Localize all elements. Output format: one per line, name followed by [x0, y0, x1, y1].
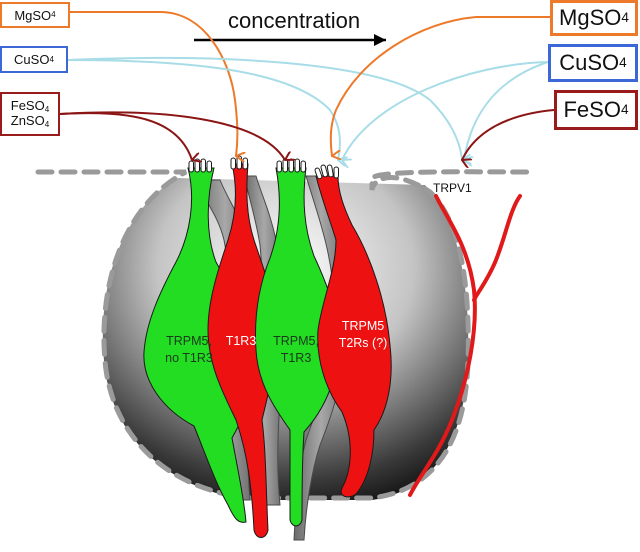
arrow-cuso4-left: [67, 59, 340, 160]
box-cuso4-right-label: CuSO: [559, 50, 620, 75]
znso4-line: ZnSO4: [10, 113, 50, 129]
label-trpm5-t1r3-line2: T1R3: [280, 350, 312, 365]
microvilli-cell-4: [314, 164, 339, 180]
box-feso4-right-label: FeSO: [563, 97, 621, 122]
arrow-feso4-left-1: [59, 112, 192, 160]
trpv1-nerve-branch: [472, 194, 522, 302]
label-trpm5-t2rs-line1: TRPM5: [341, 319, 385, 333]
arrow-cuso4-right-to-bud: [342, 61, 549, 160]
label-t1r3: T1R3: [212, 333, 270, 350]
label-trpm5-no-t1r3: TRPM5, no T1R3: [150, 333, 228, 367]
box-znso4-left-label: ZnSO: [10, 113, 45, 128]
arrow-feso4-right: [462, 109, 555, 160]
arrow-cuso4-right-to-nerve: [464, 61, 549, 160]
label-trpm5-t2rs-line2: T2Rs (?): [338, 335, 388, 350]
concentration-label: concentration: [228, 8, 361, 33]
label-trpv1: TRPV1: [433, 181, 472, 195]
box-feso4-left-sub: 4: [44, 105, 50, 115]
label-trpm5-no-t1r3-line2: no T1R3: [165, 350, 213, 365]
trpv1-nerve-fiber: [408, 194, 477, 497]
arrow-mgso4-left: [70, 11, 237, 156]
arrow-mgso4-right: [329, 16, 550, 156]
microvilli-cell-1: [188, 158, 212, 173]
microvilli-cell-2: [230, 155, 248, 170]
feso4-line: FeSO4: [10, 98, 50, 115]
microvilli-cell-3: [276, 158, 306, 173]
box-mgso4-right-label: MgSO: [559, 5, 622, 30]
box-cuso4-left-label: CuSO: [14, 52, 50, 67]
epithelium-outline: [35, 169, 531, 501]
label-trpm5-t1r3-line1: TRPM5,: [273, 334, 319, 348]
box-znso4-left-sub: 4: [44, 120, 50, 129]
cell-trpm5-t2rs: [315, 175, 392, 498]
label-trpm5-t1r3: TRPM5, T1R3: [260, 333, 332, 367]
arrow-cuso4-left-to-nerve: [67, 57, 462, 160]
label-trpm5-t2rs: TRPM5 T2Rs (?): [328, 318, 398, 352]
label-t1r3-line1: T1R3: [225, 334, 257, 348]
box-mgso4-left-label: MgSO: [14, 7, 52, 23]
box-feso4-znso4-left: FeSO4 ZnSO4: [0, 92, 60, 136]
label-trpm5-no-t1r3-line1: TRPM5,: [166, 334, 212, 348]
arrow-feso4-left-2: [59, 111, 285, 160]
box-feso4-left-label: FeSO: [10, 98, 45, 114]
